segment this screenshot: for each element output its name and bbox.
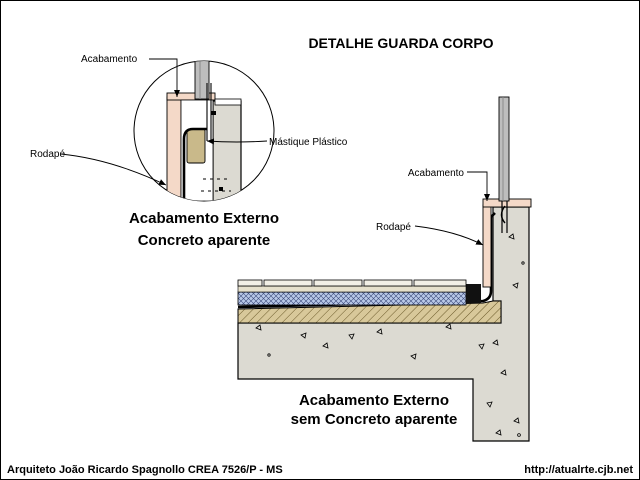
insulation-layer	[237, 291, 467, 306]
footer-url[interactable]: http://atualrte.cjb.net	[524, 464, 633, 476]
concrete-aggregate	[255, 233, 525, 437]
main-caption-line1: Acabamento Externo	[299, 392, 449, 409]
drawing-title: DETALHE GUARDA CORPO	[308, 35, 493, 51]
main-caption-line2: sem Concreto aparente	[291, 411, 458, 428]
label-mastique: Mástique Plástico	[269, 137, 348, 148]
inset-mastic	[186, 128, 206, 164]
leader-acabamento-inset	[149, 58, 180, 97]
sealant-joint	[466, 284, 481, 303]
main-section	[237, 96, 532, 442]
inset-caption-line2: Concreto aparente	[138, 232, 271, 249]
guardrail-post	[498, 96, 510, 202]
inset-caption-line1: Acabamento Externo	[129, 210, 279, 227]
inset-post	[194, 61, 210, 100]
skirting-board	[482, 204, 492, 288]
leader-acabamento-main	[467, 171, 490, 201]
leader-rodape-main	[414, 225, 484, 246]
leader-mastique	[206, 138, 268, 145]
inset-finish	[166, 96, 182, 201]
label-acabamento-main: Acabamento	[408, 168, 465, 179]
label-rodape-inset: Rodapé	[30, 149, 65, 160]
footer-author: Arquiteto João Ricardo Spagnollo CREA 75…	[7, 464, 283, 476]
detail-inset	[60, 58, 275, 202]
waterproof-membrane	[237, 212, 496, 309]
leader-rodape-inset	[60, 153, 167, 186]
label-acabamento-inset: Acabamento	[81, 54, 138, 65]
mortar-screed	[237, 300, 502, 324]
floor-tiles	[237, 279, 467, 287]
tile-bedding	[237, 285, 467, 293]
label-rodape-main: Rodapé	[376, 222, 411, 233]
